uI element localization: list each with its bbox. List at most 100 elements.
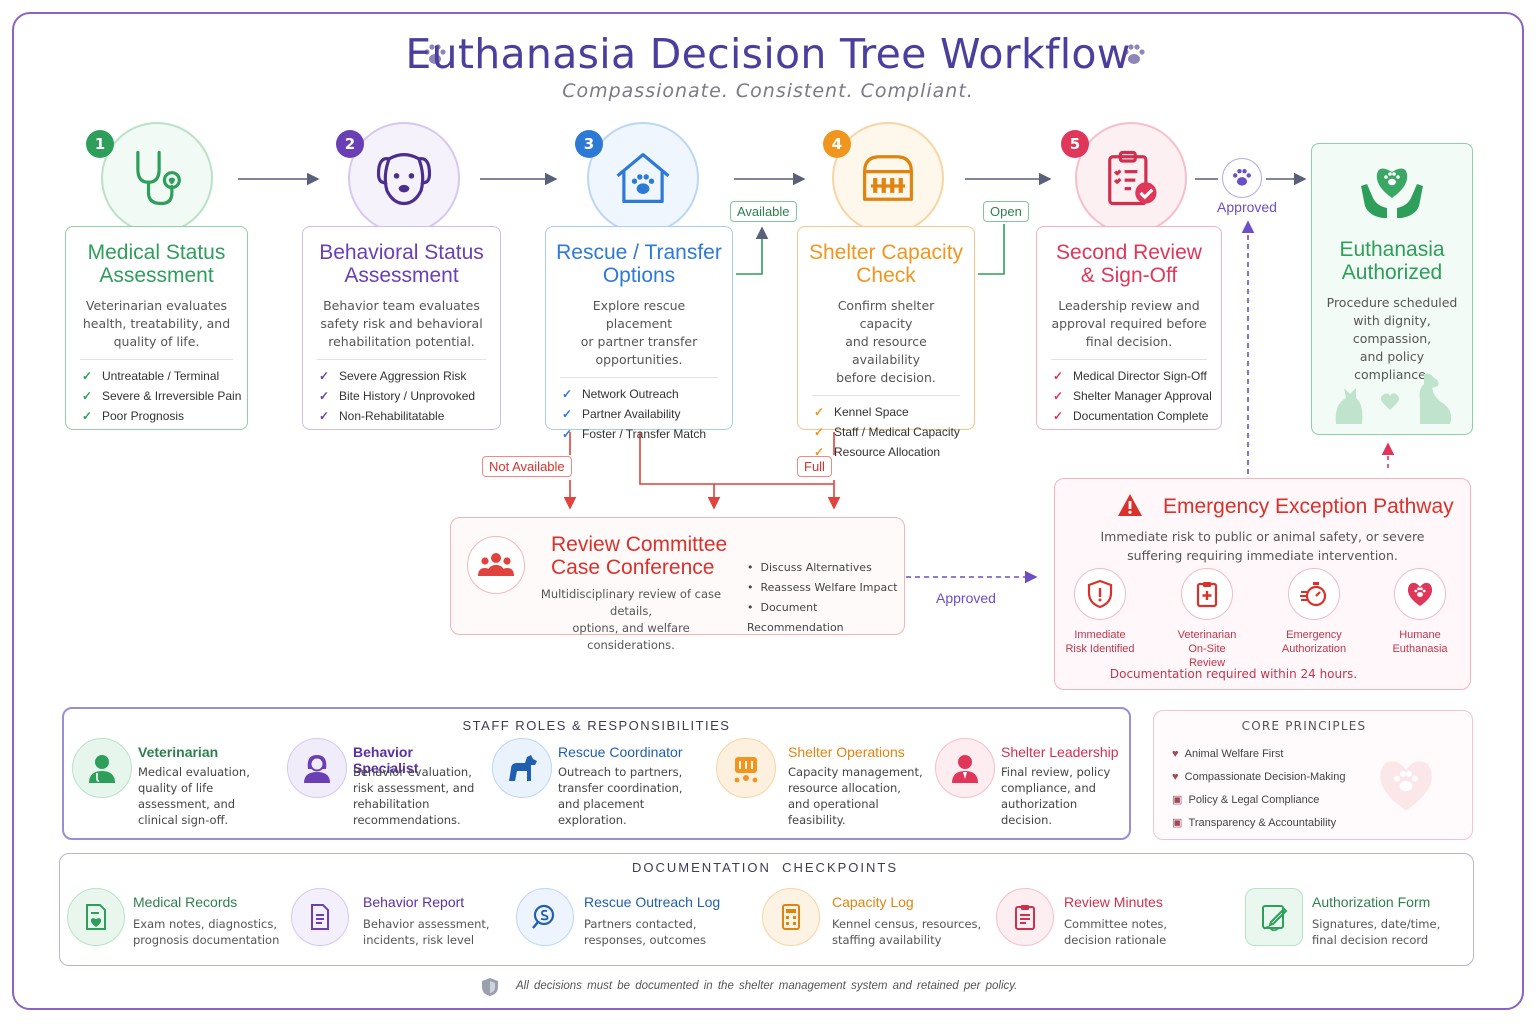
paw-icon [424, 44, 446, 64]
not-available-tag: Not Available [482, 456, 572, 477]
committee-title: Review Committee [551, 533, 728, 556]
emergency-title: Emergency Exception Pathway [1163, 495, 1454, 518]
step-5-icon-circle [1075, 122, 1187, 234]
role-behavior-specialist: Behavior Specialist Behavior evaluation,… [287, 734, 482, 834]
minutes-clipboard-icon [1015, 905, 1035, 930]
step-number-badge: 1 [86, 130, 114, 158]
checklist-item: ✓Kennel Space [814, 405, 909, 419]
approved-label: Approved [1217, 199, 1277, 215]
checklist-item: ✓Untreatable / Terminal [82, 369, 220, 383]
checklist-item: ✓Documentation Complete [1053, 409, 1209, 423]
kennel-crate-icon [863, 155, 913, 201]
heart-paw-watermark-icon [1380, 761, 1432, 811]
calculator-icon [782, 904, 800, 930]
available-tag: Available [730, 201, 797, 222]
step-title: Rescue / Transfer [556, 241, 722, 264]
checklist-item: ✓Partner Availability [562, 407, 681, 421]
paw-icon [1123, 44, 1145, 64]
committee-bullet: • Document Recommendation [747, 601, 844, 634]
committee-icon-circle [467, 536, 525, 594]
warning-icon [1118, 494, 1142, 516]
open-tag: Open [983, 201, 1029, 222]
search-log-icon [532, 904, 555, 929]
step-3-icon-circle [587, 122, 699, 234]
core-principles-panel: CORE PRINCIPLES ♥ Animal Welfare First ♥… [1153, 710, 1473, 840]
doc-rescue-outreach-log: Rescue Outreach Log Partners contacted,r… [516, 886, 736, 956]
role-shelter-operations: Shelter Operations Capacity management,r… [716, 734, 923, 834]
page-subtitle: Compassionate. Consistent. Compliant. [562, 80, 974, 102]
cat-dog-silhouette-icon [1335, 373, 1452, 424]
checklist-item: ✓Shelter Manager Approval [1053, 389, 1212, 403]
behavior-specialist-icon [304, 755, 330, 783]
checklist-item: ✓Medical Director Sign-Off [1053, 369, 1207, 383]
clipboard-check-icon [1108, 150, 1157, 206]
checkbox-icon: ▣ [1172, 794, 1183, 806]
approved-paw-node [1222, 158, 1262, 198]
page-frame [12, 12, 1524, 1010]
checklist-item: ✓Foster / Transfer Match [562, 427, 707, 441]
doc-capacity-log: Capacity Log Kennel census, resources,st… [762, 886, 982, 956]
kennel-operations-icon [734, 757, 758, 783]
checklist-item: ✓Severe & Irreversible Pain [82, 389, 242, 403]
stopwatch-icon [1300, 582, 1327, 607]
step-1-icon-circle [101, 122, 213, 234]
final-title: Euthanasia [1339, 238, 1445, 261]
dog-silhouette-icon [509, 755, 537, 781]
principle-item: ▣ Policy & Legal Compliance [1172, 794, 1320, 806]
step-number-badge: 4 [823, 130, 851, 158]
checklist-item: ✓Severe Aggression Risk [319, 369, 467, 383]
hands-heart-icon [1361, 168, 1423, 218]
committee-bullet: • Discuss Alternatives [747, 561, 872, 574]
step-title: Shelter Capacity [808, 241, 964, 264]
doc-review-minutes: Review Minutes Committee notes,decision … [996, 886, 1216, 956]
step-2-icon-circle [348, 122, 460, 234]
checklist-item: ✓Resource Allocation [814, 445, 941, 459]
checkbox-icon: ▣ [1172, 817, 1183, 829]
step-title: Second Review [1056, 241, 1202, 264]
step-number-badge: 5 [1061, 130, 1089, 158]
signature-pen-icon [1262, 905, 1288, 932]
shield-icon [482, 978, 498, 996]
role-rescue-coordinator: Rescue Coordinator Outreach to partners,… [492, 734, 687, 834]
report-document-icon [311, 904, 329, 930]
emergency-note: Documentation required within 24 hours. [1109, 667, 1358, 681]
house-paw-icon [616, 153, 670, 203]
doc-authorization-form: Authorization Form Signatures, date/time… [1245, 886, 1465, 956]
medical-clipboard-icon [1196, 582, 1218, 608]
doc-medical-records: Medical Records Exam notes, diagnostics,… [67, 886, 287, 956]
documentation-heading: DOCUMENTATION CHECKPOINTS [631, 860, 899, 875]
full-tag: Full [797, 456, 832, 477]
core-principles-heading: CORE PRINCIPLES [1241, 719, 1367, 733]
checklist-item: ✓Non-Rehabilitatable [319, 409, 445, 423]
veterinarian-icon [89, 755, 115, 783]
heart-icon: ♥ [1172, 748, 1179, 760]
step-card-second-review[interactable]: Second Review& Sign-Off Leadership revie… [1036, 226, 1222, 430]
approved-label: Approved [936, 590, 996, 606]
principle-item: ♥ Compassionate Decision-Making [1172, 771, 1346, 783]
leadership-icon [952, 755, 978, 783]
footer-note: All decisions must be documented in the … [516, 980, 1018, 992]
page-title: Euthanasia Decision Tree Workflow [405, 30, 1131, 78]
dog-face-icon [376, 153, 432, 206]
role-veterinarian: Veterinarian Medical evaluation,quality … [72, 734, 267, 834]
step-number-badge: 2 [336, 130, 364, 158]
group-people-icon [478, 553, 514, 576]
step-number-badge: 3 [575, 130, 603, 158]
principle-item: ▣ Transparency & Accountability [1172, 817, 1337, 829]
shield-alert-icon [1087, 579, 1113, 609]
checklist-item: ✓Poor Prognosis [82, 409, 185, 423]
staff-roles-heading: STAFF ROLES & RESPONSIBILITIES [462, 718, 731, 733]
checklist-item: ✓Bite History / Unprovoked [319, 389, 476, 403]
